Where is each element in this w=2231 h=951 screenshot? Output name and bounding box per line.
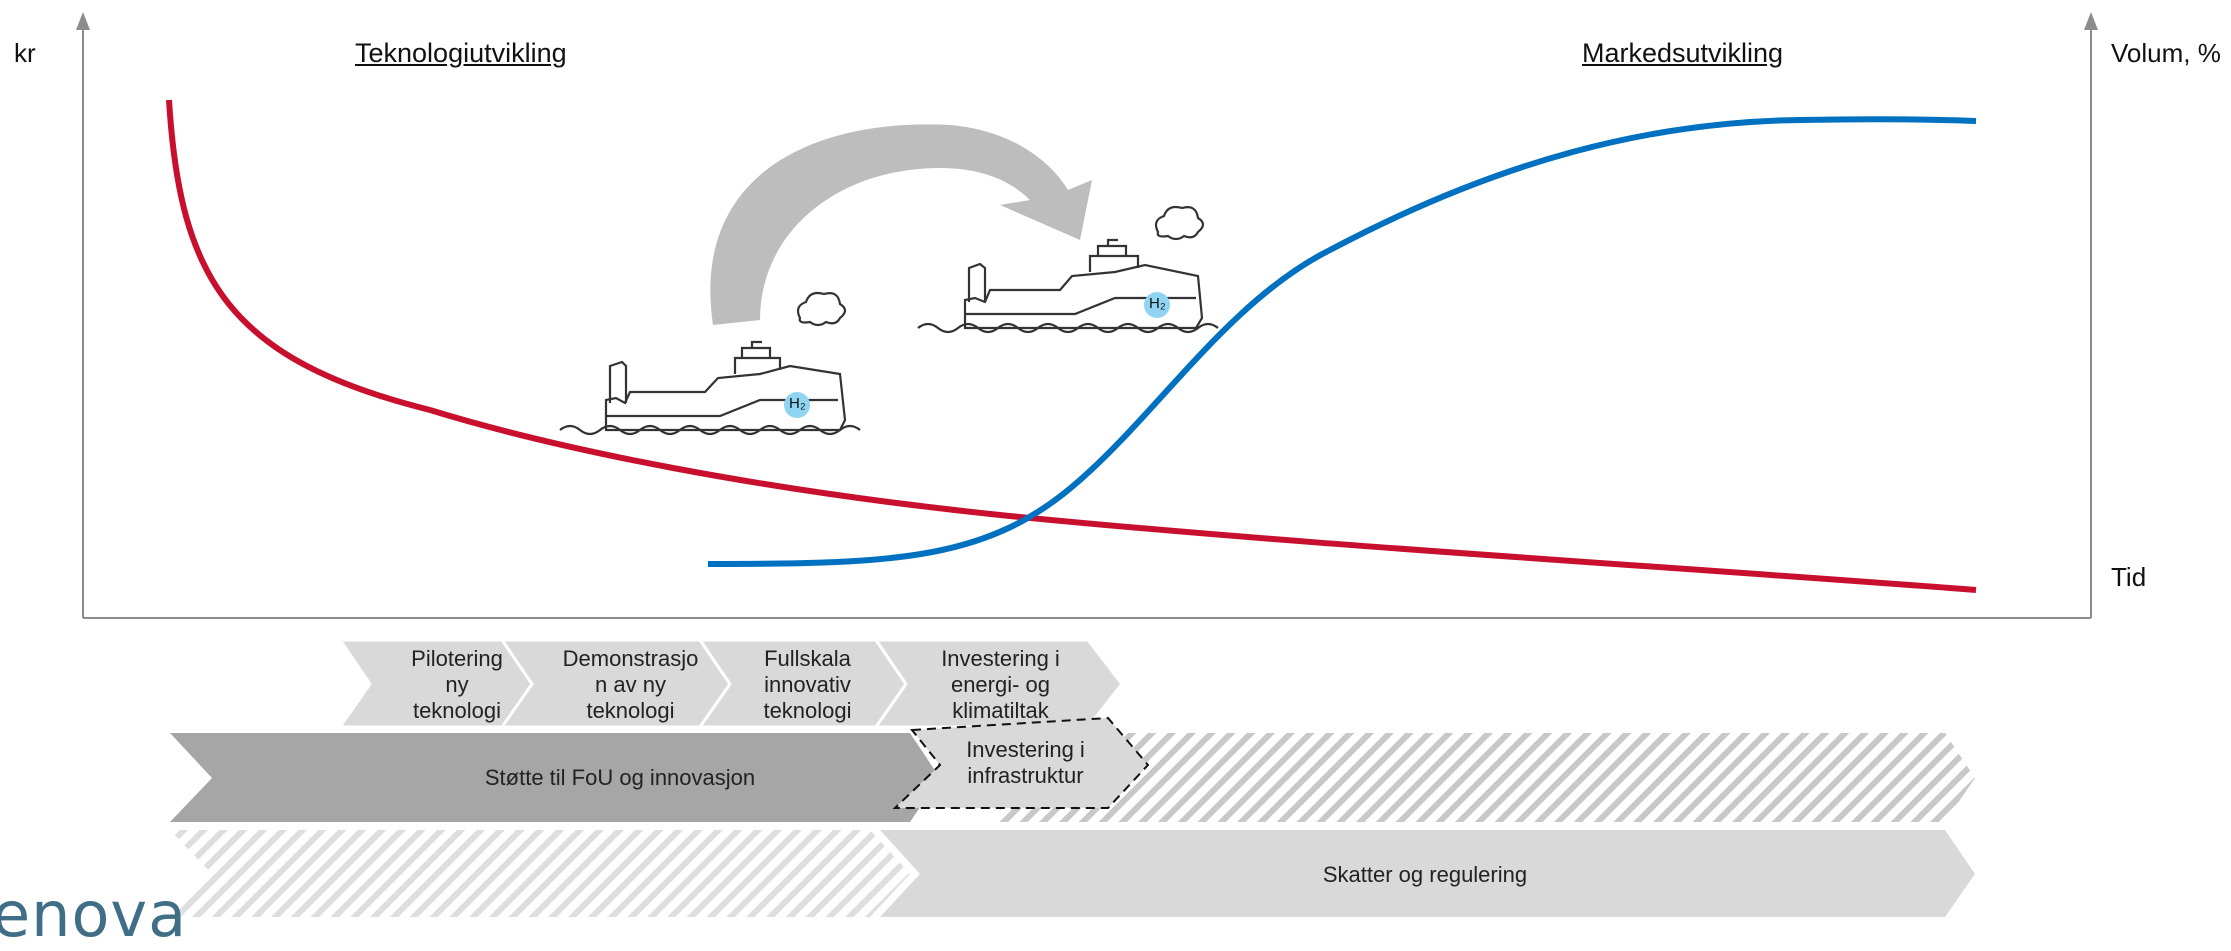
hatched-band-bottom bbox=[170, 830, 910, 917]
h2-badge-bg bbox=[1144, 292, 1170, 318]
enova-logo: enova bbox=[0, 878, 188, 951]
transition-arrow bbox=[710, 124, 1092, 325]
technology-title: Teknologiutvikling bbox=[355, 38, 567, 68]
taxes-band bbox=[880, 830, 1975, 917]
time-axis-label: Tid bbox=[2111, 562, 2147, 592]
right-axis-label: Volum, % bbox=[2111, 38, 2221, 68]
hatched-band-top bbox=[1000, 733, 1975, 822]
market-title: Markedsutvikling bbox=[1582, 38, 1784, 68]
infrastructure-label: Investering i infrastruktur bbox=[966, 737, 1085, 788]
left-axis-label: kr bbox=[14, 38, 36, 68]
infrastructure-chevron bbox=[892, 716, 1150, 809]
hydrogen-ship-icon bbox=[917, 205, 1219, 334]
right-axis bbox=[2084, 12, 2098, 618]
phase-label-3: Fullskala innovativ teknologi bbox=[763, 646, 852, 723]
h2-badge-bg bbox=[784, 392, 810, 418]
cost-curve bbox=[166, 99, 1977, 593]
phase-label-2: Demonstrasjo n av ny teknologi bbox=[562, 646, 699, 723]
taxes-band-label: Skatter og regulering bbox=[1322, 862, 1528, 887]
support-band bbox=[170, 733, 940, 822]
diagram-canvas bbox=[76, 12, 2098, 917]
hydrogen-ship-icon bbox=[559, 291, 861, 436]
market-curve bbox=[707, 116, 1977, 567]
h2-badge: H₂ bbox=[789, 395, 806, 412]
phase-label-4: Investering i energi- og klimatiltak bbox=[941, 646, 1060, 723]
left-axis bbox=[76, 12, 90, 618]
phase-chevrons bbox=[337, 638, 1124, 729]
phase-label-1: Pilotering ny teknologi bbox=[411, 646, 503, 723]
h2-badge: H₂ bbox=[1149, 295, 1166, 312]
support-band-label: Støtte til FoU og innovasjon bbox=[484, 765, 756, 790]
